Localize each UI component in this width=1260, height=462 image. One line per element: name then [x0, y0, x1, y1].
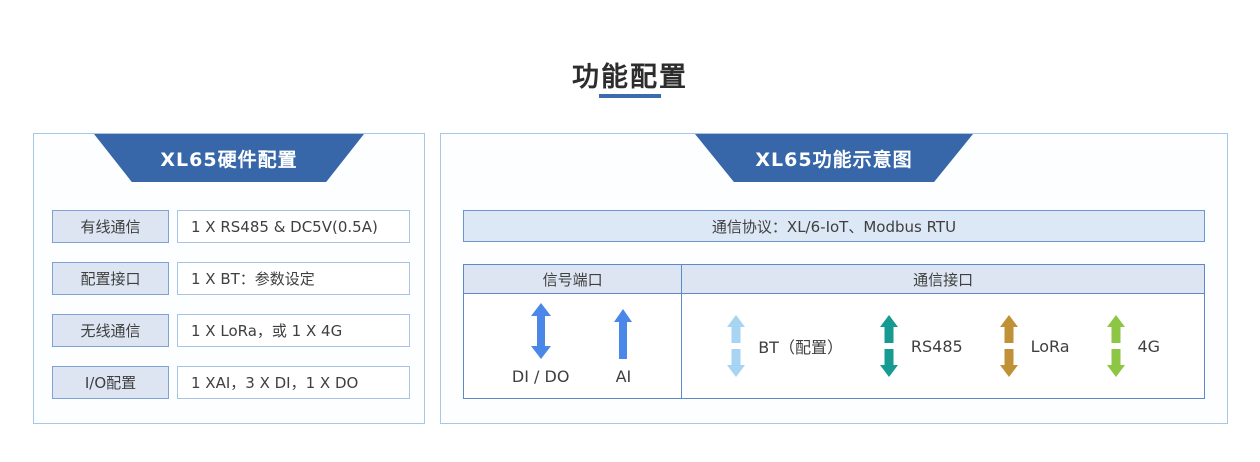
- table-body-row: DI / DO AI BT（配: [464, 294, 1204, 398]
- rs485-split-arrow-icon: [879, 315, 898, 377]
- signal-port-label: AI: [615, 367, 632, 386]
- comm-interface-item-bt: BT（配置）: [726, 315, 843, 377]
- spec-label: 配置接口: [52, 262, 169, 295]
- protocol-bar: 通信协议：XL/6-IoT、Modbus RTU: [463, 210, 1205, 242]
- comm-interface-label: 4G: [1137, 336, 1161, 356]
- signal-ports-cell: DI / DO AI: [464, 294, 683, 398]
- page-title: 功能配置: [572, 62, 688, 93]
- 4g-split-arrow-icon: [1106, 315, 1125, 377]
- function-panel-header: XL65功能示意图: [695, 134, 973, 182]
- spec-row-wired-comm: 有线通信 1 X RS485 & DC5V(0.5A): [52, 210, 410, 243]
- ai-up-arrow-icon: [614, 309, 633, 359]
- spec-row-config-port: 配置接口 1 X BT：参数设定: [52, 262, 410, 295]
- hardware-config-panel: XL65硬件配置 有线通信 1 X RS485 & DC5V(0.5A) 配置接…: [33, 133, 425, 424]
- column-header-comm-interfaces: 通信接口: [682, 265, 1204, 293]
- function-diagram-panel: XL65功能示意图 通信协议：XL/6-IoT、Modbus RTU 信号端口 …: [440, 133, 1228, 424]
- spec-label: I/O配置: [52, 366, 169, 399]
- signal-port-label: DI / DO: [511, 367, 570, 386]
- comm-interface-label: BT（配置）: [758, 338, 843, 357]
- comm-interface-label: LoRa: [1030, 336, 1070, 356]
- spec-row-io-config: I/O配置 1 XAI，3 X DI，1 X DO: [52, 366, 410, 399]
- signal-port-item-di-do: DI / DO: [511, 303, 570, 386]
- comm-interface-item-4g: 4G: [1106, 315, 1161, 377]
- spec-value: 1 X RS485 & DC5V(0.5A): [177, 210, 410, 243]
- table-header-row: 信号端口 通信接口: [464, 265, 1204, 294]
- comm-interface-label: RS485: [910, 336, 963, 356]
- spec-value: 1 XAI，3 X DI，1 X DO: [177, 366, 410, 399]
- spec-label: 有线通信: [52, 210, 169, 243]
- comm-interfaces-cell: BT（配置） RS485 LoRa: [682, 294, 1204, 398]
- di-do-double-arrow-icon: [530, 303, 551, 359]
- spec-value: 1 X LoRa，或 1 X 4G: [177, 314, 410, 347]
- spec-row-wireless-comm: 无线通信 1 X LoRa，或 1 X 4G: [52, 314, 410, 347]
- column-header-signal-ports: 信号端口: [464, 265, 683, 293]
- signal-port-item-ai: AI: [613, 309, 633, 386]
- signal-table: 信号端口 通信接口 DI / DO AI: [463, 264, 1205, 399]
- comm-interface-item-lora: LoRa: [999, 315, 1070, 377]
- bt-split-arrow-icon: [727, 315, 746, 377]
- comm-interface-item-rs485: RS485: [879, 315, 963, 377]
- lora-split-arrow-icon: [999, 315, 1018, 377]
- spec-rows: 有线通信 1 X RS485 & DC5V(0.5A) 配置接口 1 X BT：…: [34, 182, 424, 399]
- spec-label: 无线通信: [52, 314, 169, 347]
- hardware-panel-header: XL65硬件配置: [94, 134, 364, 182]
- spec-value: 1 X BT：参数设定: [177, 262, 410, 295]
- title-underline: [599, 94, 661, 98]
